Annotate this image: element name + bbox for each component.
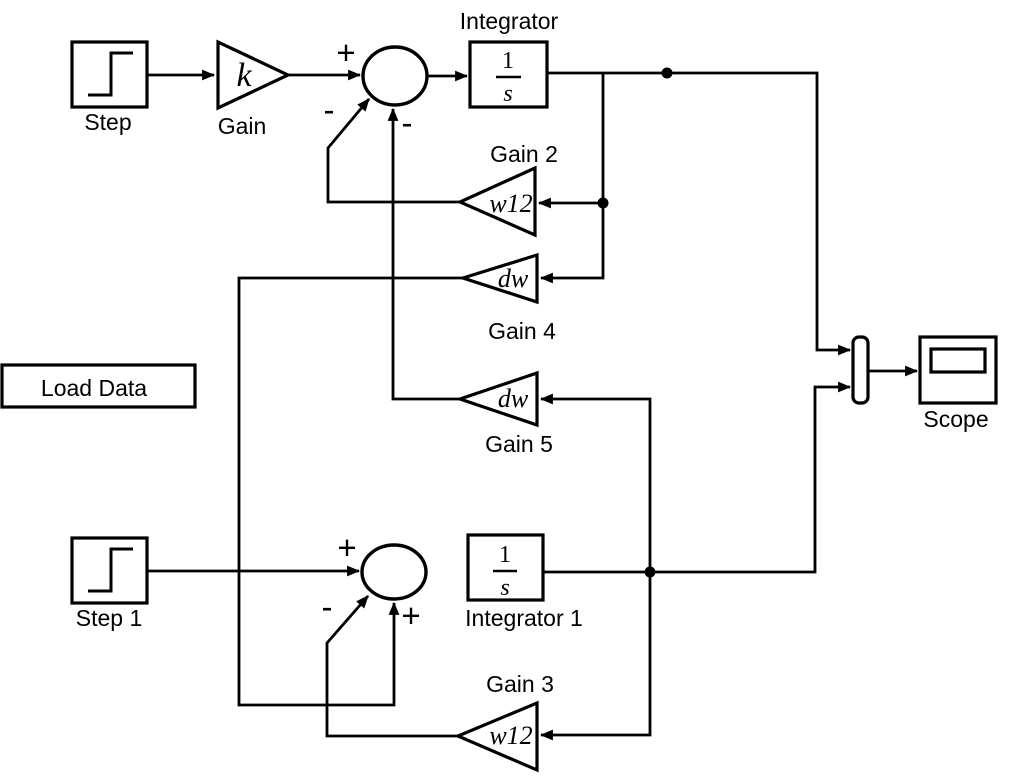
gain2-label: Gain 2: [490, 141, 558, 167]
sum-top-plus-sign: +: [336, 34, 355, 71]
mux-block[interactable]: [851, 335, 870, 405]
sum-bottom-plus-top-sign: +: [337, 529, 356, 566]
step-waveform-icon: [88, 51, 133, 97]
gain2-block[interactable]: [456, 165, 537, 238]
wire-junction-to-gain5: [539, 393, 652, 572]
gain5-label: Gain 5: [485, 431, 553, 457]
sum-bottom-block[interactable]: [360, 543, 428, 601]
integrator-block[interactable]: [468, 40, 549, 109]
junction-dot-top: [661, 67, 673, 79]
integrator-label: Integrator: [460, 8, 559, 34]
junction-dot-integrator1: [644, 566, 656, 578]
step1-waveform-icon: [88, 547, 133, 593]
sum-top-minus-vert-sign: -: [402, 104, 413, 141]
wire-gain5-to-sum-top: [387, 107, 460, 401]
integrator-numerator: 1: [502, 48, 514, 74]
gain3-value: w12: [489, 721, 532, 750]
gain4-label: Gain 4: [488, 318, 556, 344]
gain3-block[interactable]: [453, 700, 539, 773]
gain-block[interactable]: [216, 39, 292, 111]
gain-label: Gain: [218, 113, 267, 139]
wire-integrator1-to-mux: [543, 381, 852, 574]
sum-bottom-plus-vert-sign: +: [401, 597, 420, 634]
sum-top-minus-diag-sign: -: [324, 91, 335, 128]
gain2-value: w12: [489, 189, 532, 218]
wire-integrator-to-mux: [547, 71, 852, 356]
integrator-denominator: s: [503, 81, 512, 107]
scope-screen-icon: [929, 347, 987, 374]
sum-bottom-minus-diag-sign: -: [322, 588, 333, 625]
gain3-label: Gain 3: [486, 671, 554, 697]
step-label: Step: [84, 109, 131, 135]
sum-top-block[interactable]: [361, 45, 429, 107]
wire-gain3-to-sum-bottom: [325, 595, 458, 738]
gain-value: k: [236, 57, 252, 94]
load-data-label: Load Data: [41, 375, 147, 401]
integrator1-block[interactable]: [466, 533, 545, 602]
gain5-block[interactable]: [454, 370, 539, 428]
gain5-value: dw: [498, 384, 529, 413]
wire-branch-to-gain4: [539, 73, 605, 284]
gain4-block[interactable]: [457, 252, 539, 305]
integrator1-denominator: s: [500, 575, 509, 601]
integrator1-label: Integrator 1: [465, 605, 583, 631]
gain4-value: dw: [498, 264, 529, 293]
step1-label: Step 1: [76, 605, 143, 631]
scope-label: Scope: [923, 406, 988, 432]
junction-dot-gain2: [597, 197, 609, 209]
wire-gain4-to-sum-bottom: [237, 276, 463, 707]
wire-junction-to-gain3: [539, 572, 652, 741]
load-data-block[interactable]: [0, 363, 197, 409]
integrator1-numerator: 1: [499, 542, 511, 568]
